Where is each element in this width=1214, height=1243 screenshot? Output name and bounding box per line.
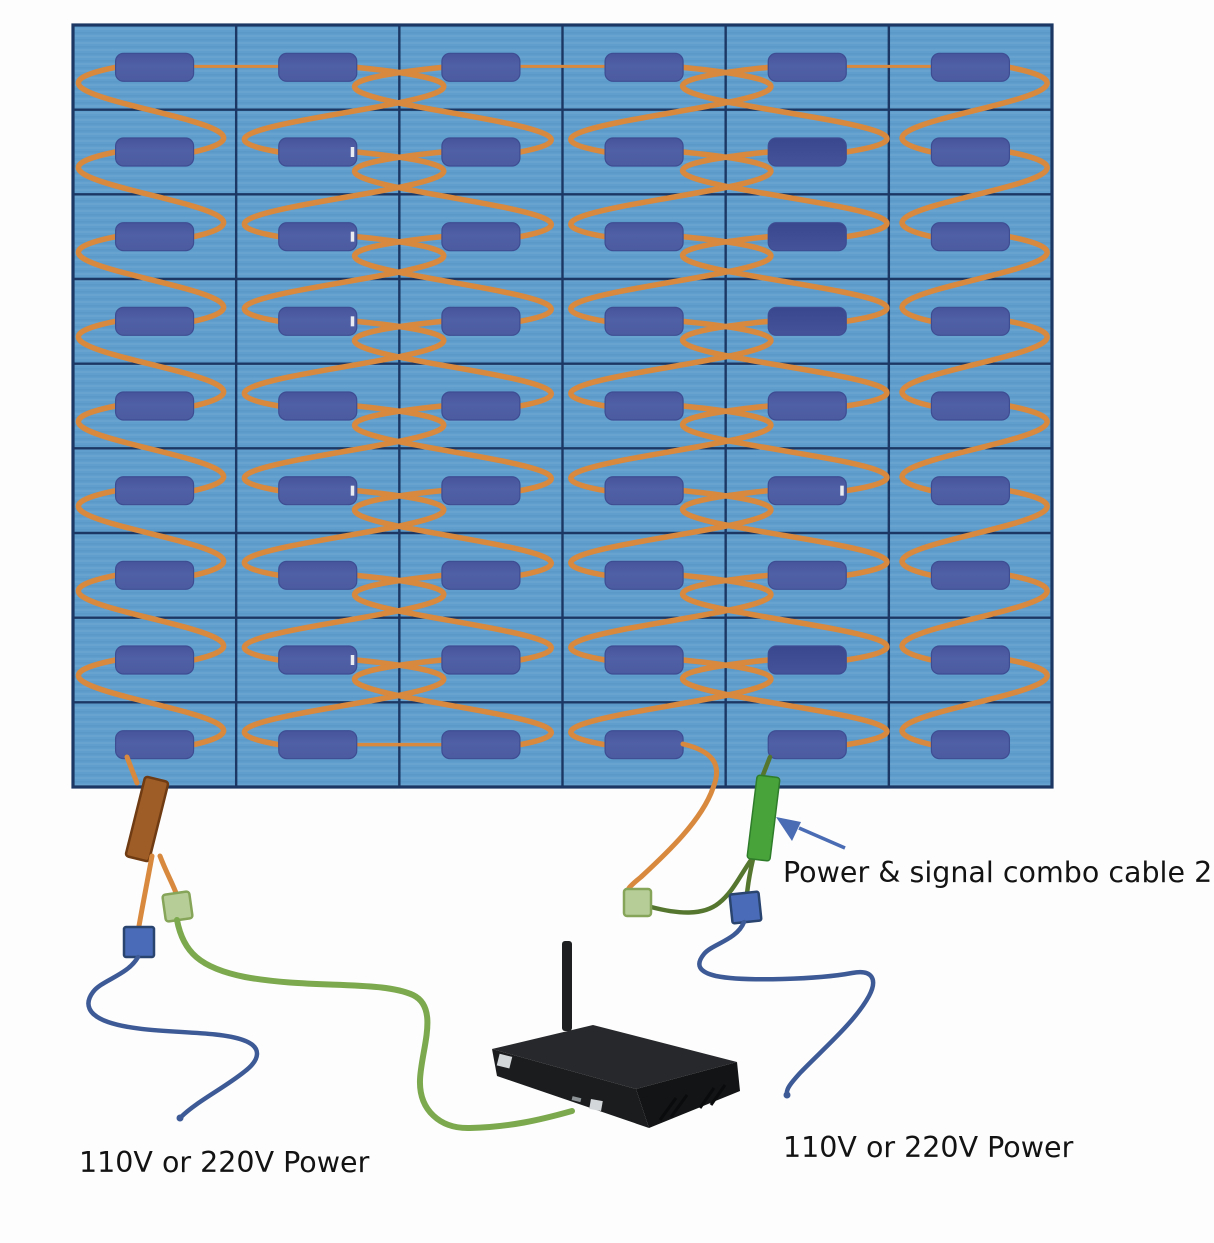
led-module bbox=[114, 222, 195, 252]
arrow-shaft bbox=[798, 826, 846, 850]
led-module bbox=[767, 730, 847, 760]
power-label-left: 110V or 220V Power bbox=[79, 1146, 370, 1179]
led-module bbox=[441, 560, 521, 590]
led-module bbox=[441, 137, 521, 167]
led-module bbox=[114, 306, 195, 336]
led-module bbox=[930, 222, 1011, 252]
cable-panel-to-sage-square-right bbox=[625, 741, 720, 899]
led-module bbox=[930, 560, 1011, 590]
power-cable-right-end bbox=[783, 1091, 791, 1099]
led-module bbox=[114, 560, 195, 590]
power-plug-connector-left bbox=[122, 925, 156, 959]
controller-right-face bbox=[636, 1062, 740, 1128]
left-power-signal-assembly bbox=[86, 754, 575, 1132]
arrow-head-icon bbox=[776, 817, 801, 841]
led-module bbox=[930, 730, 1011, 760]
led-module bbox=[604, 476, 684, 506]
led-module bbox=[114, 52, 195, 82]
led-module bbox=[930, 52, 1011, 82]
led-module bbox=[930, 391, 1011, 421]
controller-port-marks bbox=[571, 1096, 582, 1103]
led-module bbox=[767, 137, 847, 167]
module-connector-notch bbox=[350, 485, 355, 496]
led-module bbox=[767, 222, 847, 252]
signal-cable-to-controller bbox=[174, 917, 575, 1132]
led-module bbox=[278, 391, 358, 421]
led-module bbox=[441, 52, 521, 82]
led-module bbox=[604, 391, 684, 421]
led-module bbox=[441, 645, 521, 675]
led-module bbox=[767, 476, 847, 506]
led-module bbox=[278, 730, 358, 760]
power-cable-right bbox=[697, 919, 876, 1097]
led-module bbox=[278, 137, 358, 167]
led-module bbox=[441, 730, 521, 760]
led-module bbox=[767, 560, 847, 590]
antenna-icon bbox=[562, 941, 572, 1031]
power-cable-left-end bbox=[176, 1114, 184, 1122]
led-module bbox=[441, 222, 521, 252]
led-module bbox=[114, 391, 195, 421]
combo-cable-connector-green bbox=[746, 774, 781, 862]
led-module bbox=[767, 391, 847, 421]
led-module bbox=[767, 306, 847, 336]
cable-brown-to-sage-square bbox=[157, 853, 179, 896]
cable-sage-to-green-connector bbox=[648, 857, 754, 915]
panel-outer-border bbox=[71, 23, 1054, 789]
led-module bbox=[604, 306, 684, 336]
led-module bbox=[604, 137, 684, 167]
led-module bbox=[441, 391, 521, 421]
controller-box bbox=[492, 941, 740, 1128]
combo-cable-connector-brown bbox=[124, 775, 170, 863]
right-power-signal-assembly bbox=[622, 741, 876, 1099]
controller-usb-port bbox=[589, 1099, 603, 1111]
led-module bbox=[441, 476, 521, 506]
combo-cable-label: Power & signal combo cable 2 bbox=[783, 856, 1212, 889]
cable-panel-to-brown-connector bbox=[124, 754, 140, 786]
cable-green-connector-to-blue-square bbox=[744, 856, 756, 897]
module-connector-notch bbox=[350, 231, 355, 242]
led-module bbox=[930, 476, 1011, 506]
led-module bbox=[278, 560, 358, 590]
power-plug-connector-right bbox=[728, 890, 763, 925]
led-module bbox=[767, 52, 847, 82]
led-module bbox=[278, 306, 358, 336]
module-connector-notch bbox=[350, 316, 355, 327]
led-module bbox=[114, 645, 195, 675]
module-connector-notch bbox=[350, 147, 355, 157]
led-module bbox=[441, 306, 521, 336]
led-module bbox=[930, 645, 1011, 675]
led-module bbox=[278, 645, 358, 675]
led-panel-wall bbox=[71, 23, 1054, 789]
controller-top-face bbox=[492, 1025, 737, 1089]
led-module bbox=[278, 476, 358, 506]
led-module bbox=[604, 730, 684, 760]
led-module bbox=[767, 645, 847, 675]
controller-vents bbox=[658, 1084, 727, 1121]
led-module bbox=[278, 52, 358, 82]
led-module bbox=[930, 306, 1011, 336]
led-module bbox=[114, 730, 195, 760]
signal-connector-right bbox=[622, 887, 653, 918]
callout-arrow bbox=[776, 817, 846, 850]
led-module bbox=[604, 222, 684, 252]
power-label-right: 110V or 220V Power bbox=[783, 1131, 1074, 1164]
controller-label bbox=[496, 1053, 513, 1069]
controller-front-face bbox=[492, 1049, 649, 1128]
led-module bbox=[604, 645, 684, 675]
led-module bbox=[114, 476, 195, 506]
cable-brown-to-blue-square bbox=[136, 853, 155, 929]
led-module bbox=[114, 137, 195, 167]
power-cable-left bbox=[86, 954, 260, 1120]
led-module bbox=[930, 137, 1011, 167]
led-module bbox=[604, 52, 684, 82]
module-connector-notch bbox=[350, 655, 355, 665]
led-module bbox=[278, 222, 358, 252]
module-connector-notch bbox=[840, 485, 844, 496]
led-module bbox=[604, 560, 684, 590]
